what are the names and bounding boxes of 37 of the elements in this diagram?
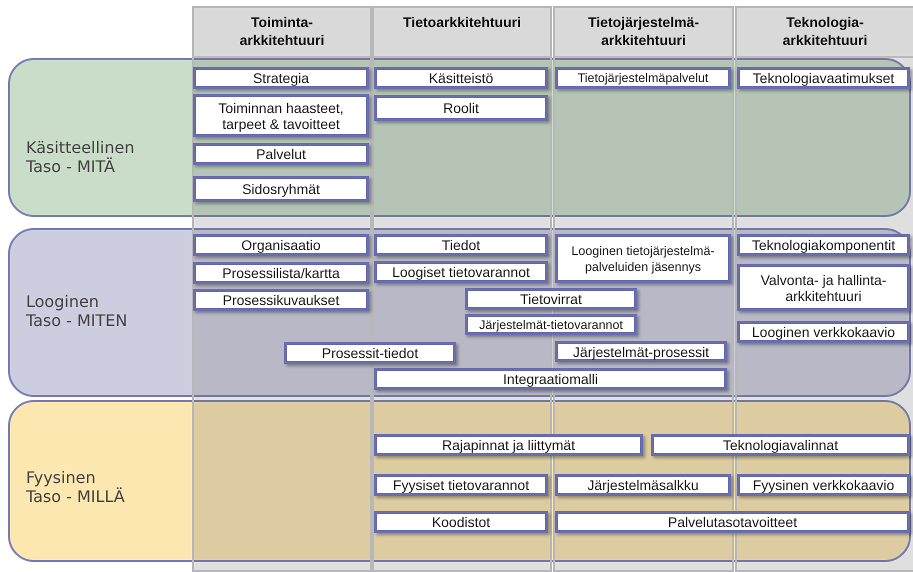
artifact-box: Valvonta- ja hallinta- arkkitehtuuri (737, 264, 910, 311)
artifact-box: Organisaatio (193, 234, 369, 256)
artifact-box: Palvelut (193, 143, 369, 165)
artifact-box: Roolit (374, 95, 548, 121)
column-heading: Toiminta- arkkitehtuuri (194, 8, 370, 58)
artifact-box: Looginen verkkokaavio (737, 321, 910, 343)
artifact-box: Integraatiomalli (374, 368, 727, 390)
layer-label: Looginen Taso - MITEN (26, 292, 128, 330)
artifact-box: Rajapinnat ja liittymät (374, 434, 643, 456)
layer-label: Käsitteellinen Taso - MITÄ (26, 138, 134, 176)
artifact-box: Tietojärjestelmäpalvelut (555, 67, 731, 89)
artifact-box: Palvelutasotavoitteet (555, 511, 910, 533)
artifact-box: Tiedot (374, 234, 548, 256)
artifact-box: Tietovirrat (465, 288, 637, 310)
artifact-box: Järjestelmät-prosessit (555, 341, 727, 362)
artifact-box: Fyysinen verkkokaavio (737, 474, 910, 496)
artifact-box: Fyysiset tietovarannot (374, 474, 548, 496)
artifact-box: Järjestelmät-tietovarannot (465, 314, 637, 335)
artifact-box: Teknologiavalinnat (651, 434, 910, 456)
artifact-box: Käsitteistö (374, 67, 548, 89)
artifact-box: Loogiset tietovarannot (374, 261, 548, 283)
column-heading: Tietoarkkitehtuuri (374, 8, 550, 58)
artifact-box: Looginen tietojärjestelmä- palveluiden jäsennys (555, 234, 731, 283)
artifact-box: Toiminnan haasteet, tarpeet & tavoitteet (193, 94, 369, 137)
artifact-box: Prosessikuvaukset (193, 289, 369, 311)
artifact-box: Teknologiavaatimukset (737, 67, 910, 89)
layer-label: Fyysinen Taso - MILLÄ (26, 468, 125, 506)
artifact-box: Järjestelmäsalkku (555, 474, 731, 496)
artifact-box: Teknologiakomponentit (737, 234, 910, 256)
artifact-box: Koodistot (374, 511, 548, 533)
layer-band (8, 400, 911, 562)
artifact-box: Prosessilista/kartta (193, 262, 369, 284)
column-heading: Tietojärjestelmä- arkkitehtuuri (555, 8, 732, 58)
artifact-box: Strategia (193, 67, 369, 89)
artifact-box: Prosessit-tiedot (284, 342, 456, 364)
column-heading: Teknologia- arkkitehtuuri (737, 8, 913, 58)
artifact-box: Sidosryhmät (193, 176, 369, 202)
